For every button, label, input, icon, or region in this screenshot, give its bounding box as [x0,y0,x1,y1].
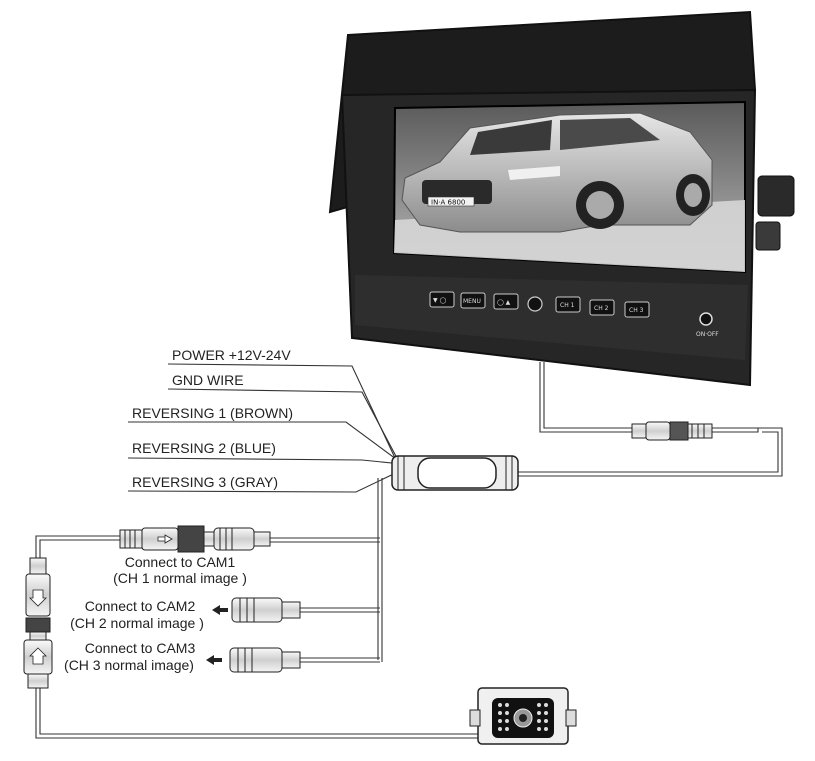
monitor-cable [539,362,638,433]
wire-rev2 [127,457,403,465]
label-cam1-line1: Connect to CAM1 [124,554,236,570]
power-button[interactable] [699,312,713,326]
left-cable [35,535,120,560]
car-image: IN·A 6800 [401,112,713,233]
cam2-connector [212,597,301,623]
label-cam2-line1: Connect to CAM2 [84,598,196,614]
monitor-buttons: ▼ ◯ MENU ◯ ▲ CH 1 CH 2 CH 3 ON·OFF [429,291,719,338]
wires [35,362,783,739]
button-label-menu: MENU [463,298,481,305]
label-cam1-line2: (CH 1 normal image ) [113,570,247,586]
button-label-up: ◯ ▲ [497,299,511,306]
cam2-wire [300,607,380,613]
label-cam3-line2: (CH 3 normal image) [64,657,194,673]
power-label: ON·OFF [696,331,719,338]
cam3-connector [206,647,301,673]
cam2-arrow-icon [212,605,228,615]
wire-rev3 [127,469,403,493]
button-ch3[interactable] [624,301,650,318]
button-label-ch3: CH 3 [629,307,644,314]
ir-leds [498,703,548,731]
ir-sensor [527,296,543,312]
label-cam2-line2: (CH 2 normal image ) [70,615,204,631]
button-ch1[interactable] [555,296,581,313]
bracket-screw [755,221,781,251]
cam3-arrow-icon [206,655,222,665]
label-rev3: REVERSING 3 (GRAY) [132,474,278,490]
monitor: IN·A 6800 ▼ ◯ MENU ◯ ▲ CH 1 CH 2 CH 3 ON… [328,10,795,387]
button-label-ch2: CH 2 [594,305,609,312]
license-plate: IN·A 6800 [431,199,465,207]
right-cable [515,427,783,477]
cam1-wire [270,537,380,543]
junction-box [391,455,519,491]
button-up[interactable] [493,293,519,310]
label-power: POWER +12V-24V [172,347,291,363]
cam1-connector [119,525,271,553]
button-menu[interactable] [460,292,486,309]
left-lower-cable [35,688,478,739]
left-connector [23,557,53,689]
wire-gnd [167,388,399,461]
label-cam3-line1: Connect to CAM3 [84,640,196,656]
button-down-power[interactable] [429,291,455,308]
extension-connector [631,421,713,441]
cam3-wire [300,657,380,663]
bracket-knob[interactable] [757,175,795,217]
wire-rev1 [128,421,401,463]
button-label-ch1: CH 1 [560,302,575,309]
button-label-down: ▼ ◯ [433,297,447,304]
label-rev1: REVERSING 1 (BROWN) [132,405,294,421]
up-arrow-icon [29,647,47,665]
button-ch2[interactable] [589,299,615,316]
cam-trunk [377,478,383,662]
rear-camera [469,687,577,745]
down-arrow-icon [29,589,47,607]
label-gnd: GND WIRE [172,372,244,388]
label-rev2: REVERSING 2 (BLUE) [132,440,276,456]
